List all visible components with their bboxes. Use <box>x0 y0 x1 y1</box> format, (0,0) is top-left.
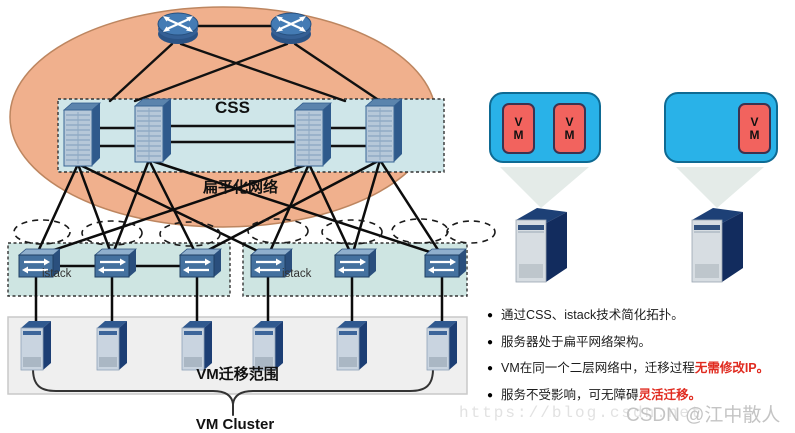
flat-network-label: 扁平化网络 <box>202 179 278 196</box>
note-text: 通过CSS、istack技术简化拓扑。 <box>501 308 684 322</box>
note-highlight: 无需修改IP。 <box>694 361 770 375</box>
watermark-author: CSDN @江中散人 <box>626 405 781 426</box>
vm-chip: VM <box>502 103 535 154</box>
istack-right-label: istack <box>282 268 312 280</box>
server-icon <box>336 320 368 371</box>
note-text: 服务器处于扁平网络架构。 <box>501 334 652 349</box>
router-icon <box>156 11 200 46</box>
core-switch-icon <box>63 102 101 167</box>
list-item: ● 服务器处于扁平网络架构。 <box>487 334 793 351</box>
core-switch-icon <box>134 98 172 163</box>
access-switch-icon <box>93 247 138 279</box>
host-box-one-vm: VM <box>664 92 778 163</box>
bullet-icon: ● <box>487 310 494 321</box>
vm-chip: VM <box>738 103 771 154</box>
server-icon <box>426 320 458 371</box>
server-zone-box <box>7 316 468 395</box>
tower-server-icon <box>691 207 744 283</box>
tower-server-icon <box>515 207 568 283</box>
access-switch-icon <box>333 247 378 279</box>
server-icon <box>20 320 52 371</box>
css-label: CSS <box>215 98 250 117</box>
vm-migration-range-label: VM迁移范围 <box>196 366 279 383</box>
access-switch-icon <box>178 247 223 279</box>
core-switch-icon <box>294 102 332 167</box>
server-icon <box>96 320 128 371</box>
vm-chip-label: VM <box>513 114 524 142</box>
list-item: ● 通过CSS、istack技术简化拓扑。 <box>487 307 793 324</box>
bullet-icon: ● <box>487 336 494 348</box>
list-item: ● 服务不受影响，可无障碍灵活迁移。 <box>487 387 793 404</box>
note-text: VM在同一个二层网络中，迁移过程 <box>501 361 695 375</box>
access-switch-icon <box>423 247 468 279</box>
vm-chip-label: VM <box>749 114 760 142</box>
vm-cluster-label: VM Cluster <box>195 416 275 433</box>
notes-list: ● 通过CSS、istack技术简化拓扑。 ● 服务器处于扁平网络架构。 ● V… <box>487 307 793 413</box>
bullet-icon: ● <box>487 363 494 374</box>
vm-chip: VM <box>553 103 586 154</box>
bullet-icon: ● <box>487 389 494 401</box>
istack-left-label: istack <box>42 268 72 280</box>
core-switch-icon <box>365 98 403 163</box>
css-to-istack-links <box>34 158 444 258</box>
link-aggregation-circles <box>13 218 496 247</box>
watermark-url: https://blog.csdn.net <box>459 404 703 422</box>
vm-chip-label: VM <box>564 114 575 142</box>
note-highlight: 灵活迁移。 <box>638 387 702 402</box>
host2-projection-funnel <box>676 167 764 208</box>
list-item: ● VM在同一个二层网络中，迁移过程无需修改IP。 <box>487 360 793 377</box>
host1-projection-funnel <box>500 167 589 208</box>
host-box-two-vms: VM VM <box>489 92 601 163</box>
router-icon <box>269 11 313 46</box>
vm-cluster-brace <box>32 368 434 416</box>
note-text: 服务不受影响，可无障碍 <box>501 387 639 402</box>
